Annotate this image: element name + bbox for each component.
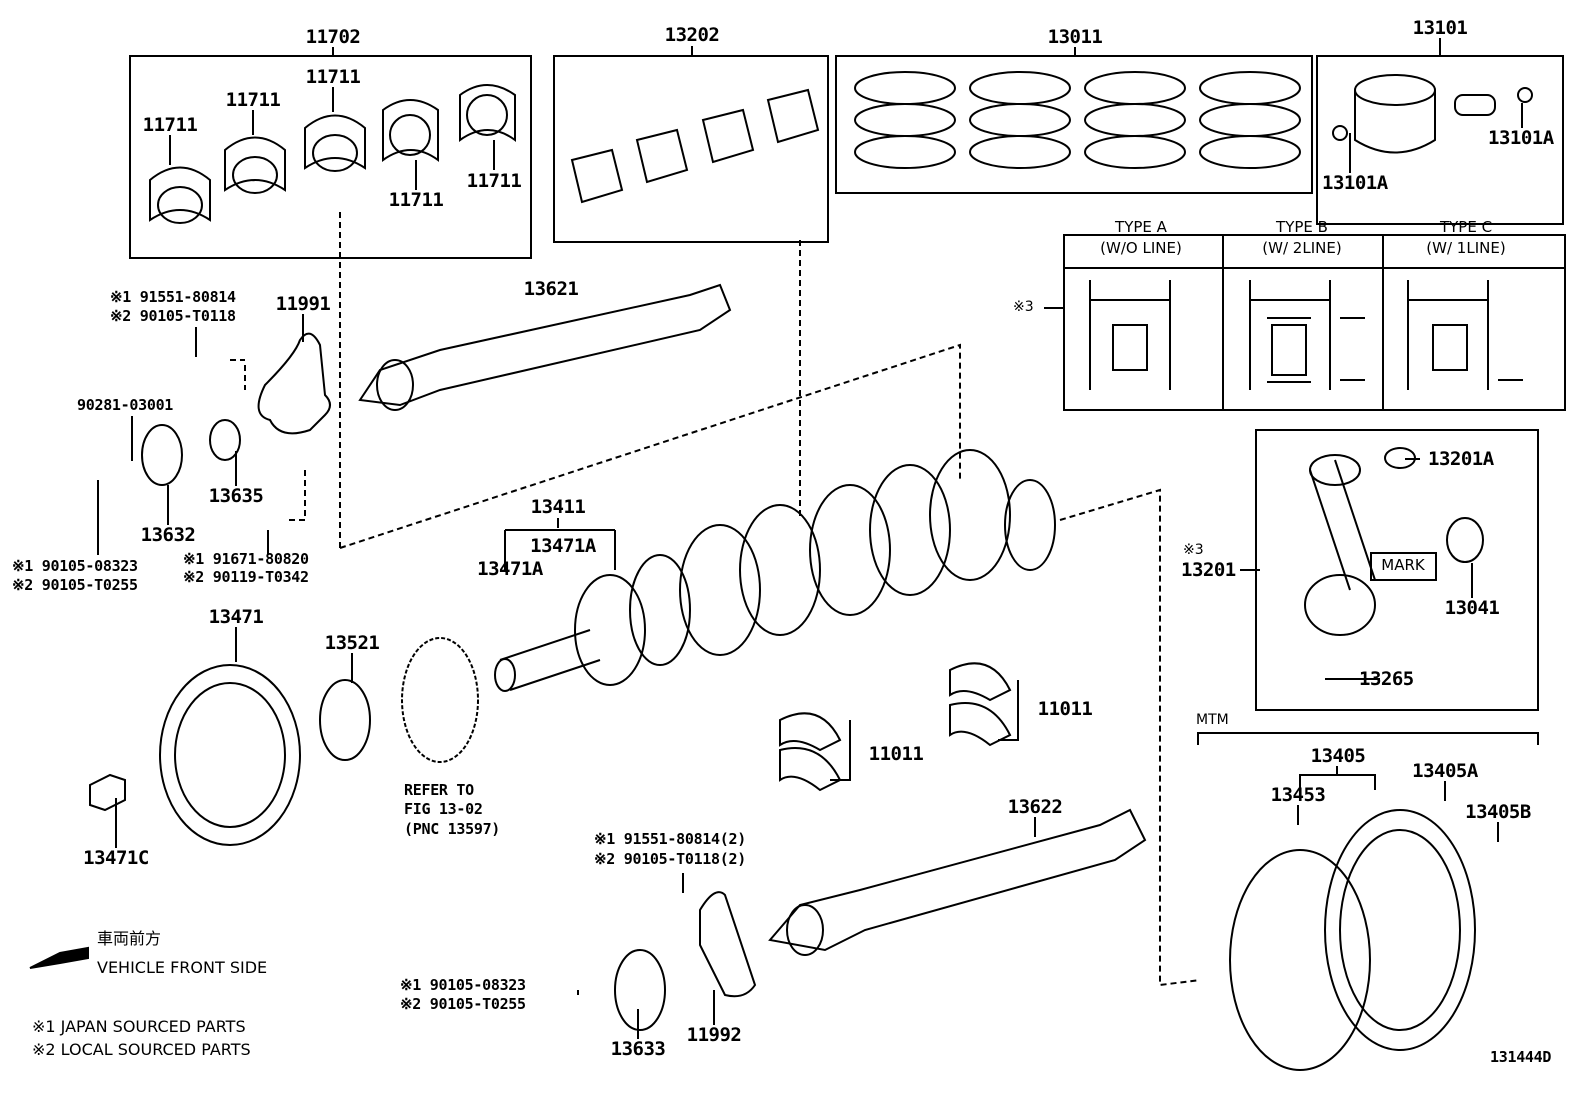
- refer-line2: FIG 13-02: [404, 800, 483, 818]
- label-11992: 11992: [686, 1024, 742, 1046]
- label-13471A: 13471A: [530, 535, 596, 557]
- label-11711: 11711: [305, 66, 361, 88]
- type-c-name: TYPE C: [1439, 218, 1493, 236]
- label-13202: 13202: [664, 24, 720, 46]
- pulley-13471: [159, 664, 301, 846]
- assembly-lines: [339, 210, 1201, 987]
- bolt-c-japan: ※1 91671-80820: [183, 550, 309, 568]
- label-13201A: 13201A: [1428, 448, 1494, 470]
- bolt-b-local: ※2 90105-T0255: [12, 576, 138, 594]
- label-13453: 13453: [1270, 784, 1326, 806]
- label-11711: 11711: [388, 189, 444, 211]
- label-13635: 13635: [208, 485, 264, 507]
- gear-13521: [319, 679, 371, 761]
- label-13041: 13041: [1444, 597, 1500, 619]
- figure-id: 131444D: [1490, 1048, 1552, 1066]
- refer-line3: (PNC 13597): [404, 820, 501, 838]
- bolt-e-japan: ※1 90105-08323: [400, 976, 526, 994]
- bolt-e-local: ※2 90105-T0255: [400, 995, 526, 1013]
- ring-gear-13453: [1229, 849, 1371, 1071]
- label-11011: 11011: [868, 743, 924, 765]
- mark-label: MARK: [1381, 556, 1425, 574]
- gear-13632: [141, 424, 183, 486]
- type-b-name: TYPE B: [1276, 218, 1328, 236]
- label-11702: 11702: [305, 26, 361, 48]
- label-90281-03001: 90281-03001: [77, 396, 174, 414]
- label-13265: 13265: [1359, 668, 1414, 690]
- note-local-sourced: ※2 LOCAL SOURCED PARTS: [32, 1040, 251, 1059]
- label-13471: 13471: [208, 606, 264, 628]
- piston: [1332, 74, 1533, 154]
- front-arrow-icon: [29, 946, 89, 969]
- label-13011: 13011: [1047, 26, 1103, 48]
- bolt-d-japan: ※1 91551-80814(2): [594, 830, 746, 848]
- type-b-desc: (W/ 2LINE): [1262, 239, 1342, 257]
- bearing-set-box: [129, 55, 532, 259]
- type-table: [1063, 234, 1566, 411]
- label-13405A: 13405A: [1412, 760, 1478, 782]
- note-3-marker: ※3: [1183, 542, 1204, 558]
- label-13101: 13101: [1412, 17, 1468, 39]
- front-label-en: VEHICLE FRONT SIDE: [97, 958, 268, 977]
- label-11011: 11011: [1037, 698, 1093, 720]
- timing-plate-11991: [257, 332, 331, 435]
- type-diagrams: [1089, 280, 1523, 390]
- label-13622: 13622: [1007, 796, 1063, 818]
- type-c-desc: (W/ 1LINE): [1426, 239, 1506, 257]
- label-13101A: 13101A: [1322, 172, 1388, 194]
- bolt-a-japan: ※1 91551-80814: [110, 288, 236, 306]
- flywheel-13405: [1324, 809, 1476, 1051]
- camshaft-13622: [768, 808, 1147, 952]
- conrod-bearing-shells: [570, 88, 820, 204]
- main-bearing-shells: [149, 84, 516, 224]
- bolt-d-local: ※2 90105-T0118(2): [594, 850, 746, 868]
- mark-box: [1370, 552, 1437, 581]
- type-a-desc: (W/O LINE): [1100, 239, 1182, 257]
- mtm-label: MTM: [1196, 712, 1229, 728]
- label-13632: 13632: [140, 524, 196, 546]
- camshaft-13621: [358, 283, 732, 407]
- connecting-rod: [1309, 459, 1376, 591]
- label-13621: 13621: [523, 278, 579, 300]
- label-13405: 13405: [1310, 745, 1366, 767]
- timing-plate-11992: [699, 891, 757, 998]
- thrust-washers: [779, 712, 842, 792]
- note-japan-sourced: ※1 JAPAN SOURCED PARTS: [32, 1017, 246, 1036]
- gear-13633: [614, 949, 666, 1031]
- label-13633: 13633: [610, 1038, 666, 1060]
- label-11711: 11711: [466, 170, 522, 192]
- refer-line1: REFER TO: [404, 781, 474, 799]
- label-13521: 13521: [324, 632, 380, 654]
- type-a-name: TYPE A: [1115, 218, 1167, 236]
- bolt-13471C: [89, 773, 126, 812]
- label-11711: 11711: [142, 114, 198, 136]
- label-13405B: 13405B: [1465, 801, 1531, 823]
- piston-ring-box: [835, 55, 1313, 194]
- label-13201: 13201: [1181, 559, 1236, 581]
- label-13471C: 13471C: [83, 847, 149, 869]
- label-11711: 11711: [225, 89, 281, 111]
- sprocket: [401, 637, 479, 763]
- label-11991: 11991: [275, 293, 331, 315]
- note-3-marker: ※3: [1013, 299, 1034, 315]
- label-13411: 13411: [530, 496, 586, 518]
- bolt-a-local: ※2 90105-T0118: [110, 307, 236, 325]
- bolt-c-local: ※2 90119-T0342: [183, 568, 309, 586]
- label-13471A: 13471A: [477, 558, 543, 580]
- bushing-13635: [209, 419, 241, 461]
- bolt-b-japan: ※1 90105-08323: [12, 557, 138, 575]
- conrod-bearing-box: [553, 55, 829, 243]
- piston-rings: [854, 71, 1301, 169]
- crankshaft: [494, 449, 1056, 692]
- label-13101A: 13101A: [1488, 127, 1554, 149]
- front-label-jp: 車両前方: [97, 929, 162, 948]
